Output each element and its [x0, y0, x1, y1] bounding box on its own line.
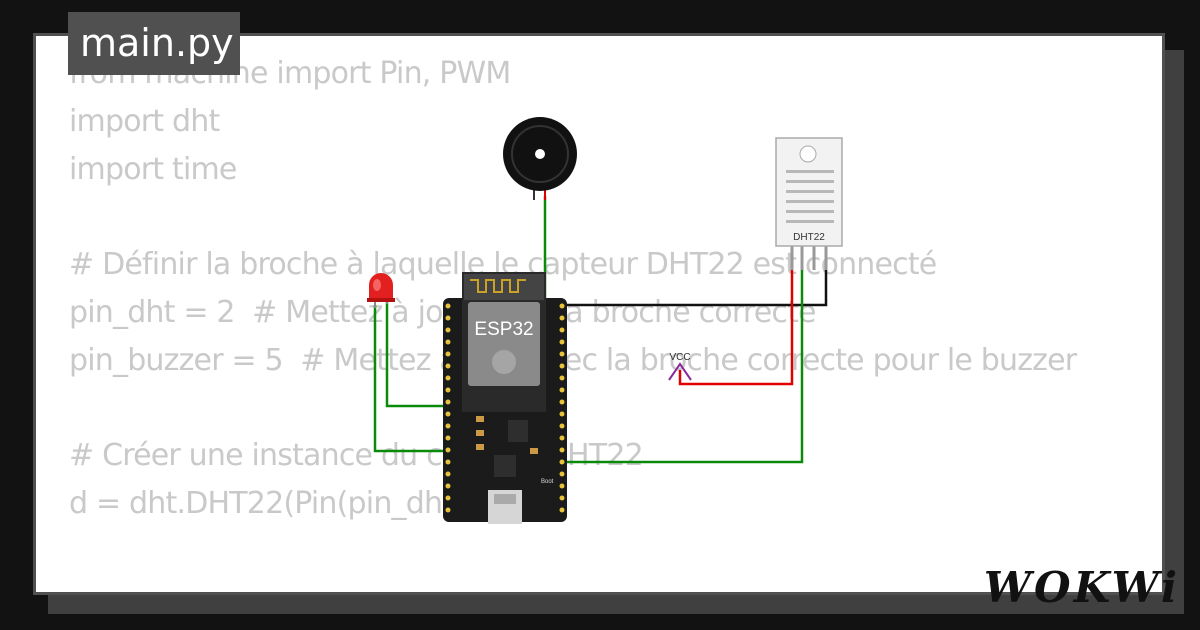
- code-line: from machine import Pin, PWM: [69, 56, 511, 91]
- code-line: import dht: [69, 103, 220, 139]
- wire-led-green-2: [373, 305, 446, 453]
- wires: [373, 196, 828, 464]
- red-led[interactable]: [367, 273, 395, 308]
- wire-dht-green: [563, 268, 804, 464]
- pin-header-left: [445, 303, 451, 513]
- esp32-label: ESP32: [474, 319, 533, 340]
- code-listing: from machine import Pin, PWM import dht …: [69, 50, 1077, 528]
- code-line: import time: [69, 151, 237, 187]
- code-line: d = dht.DHT22(Pin(pin_dht)): [69, 486, 476, 522]
- boot-label: Boot: [541, 479, 554, 485]
- sensor-grille: [786, 170, 834, 223]
- vcc-marker: VCC: [668, 352, 692, 381]
- pin-header-right: [559, 303, 565, 513]
- vcc-label: VCC: [669, 352, 690, 363]
- code-line: # Définir la broche à laquelle le capteu…: [69, 247, 937, 283]
- esp32-board[interactable]: ESP32 Boot: [443, 272, 567, 524]
- preview-card: from machine import Pin, PWM import dht …: [33, 33, 1165, 595]
- code-line: pin_buzzer = 5 # Mettez à jour avec la b…: [69, 342, 1077, 378]
- file-tab[interactable]: main.py: [68, 12, 240, 75]
- wokwi-logo: WOKWi: [983, 563, 1180, 612]
- dht22-sensor[interactable]: DHT22: [775, 137, 843, 270]
- sensor-label: DHT22: [793, 232, 825, 243]
- wire-dht-black: [563, 268, 828, 307]
- wire-dht-red: [678, 268, 794, 386]
- buzzer[interactable]: [503, 117, 577, 200]
